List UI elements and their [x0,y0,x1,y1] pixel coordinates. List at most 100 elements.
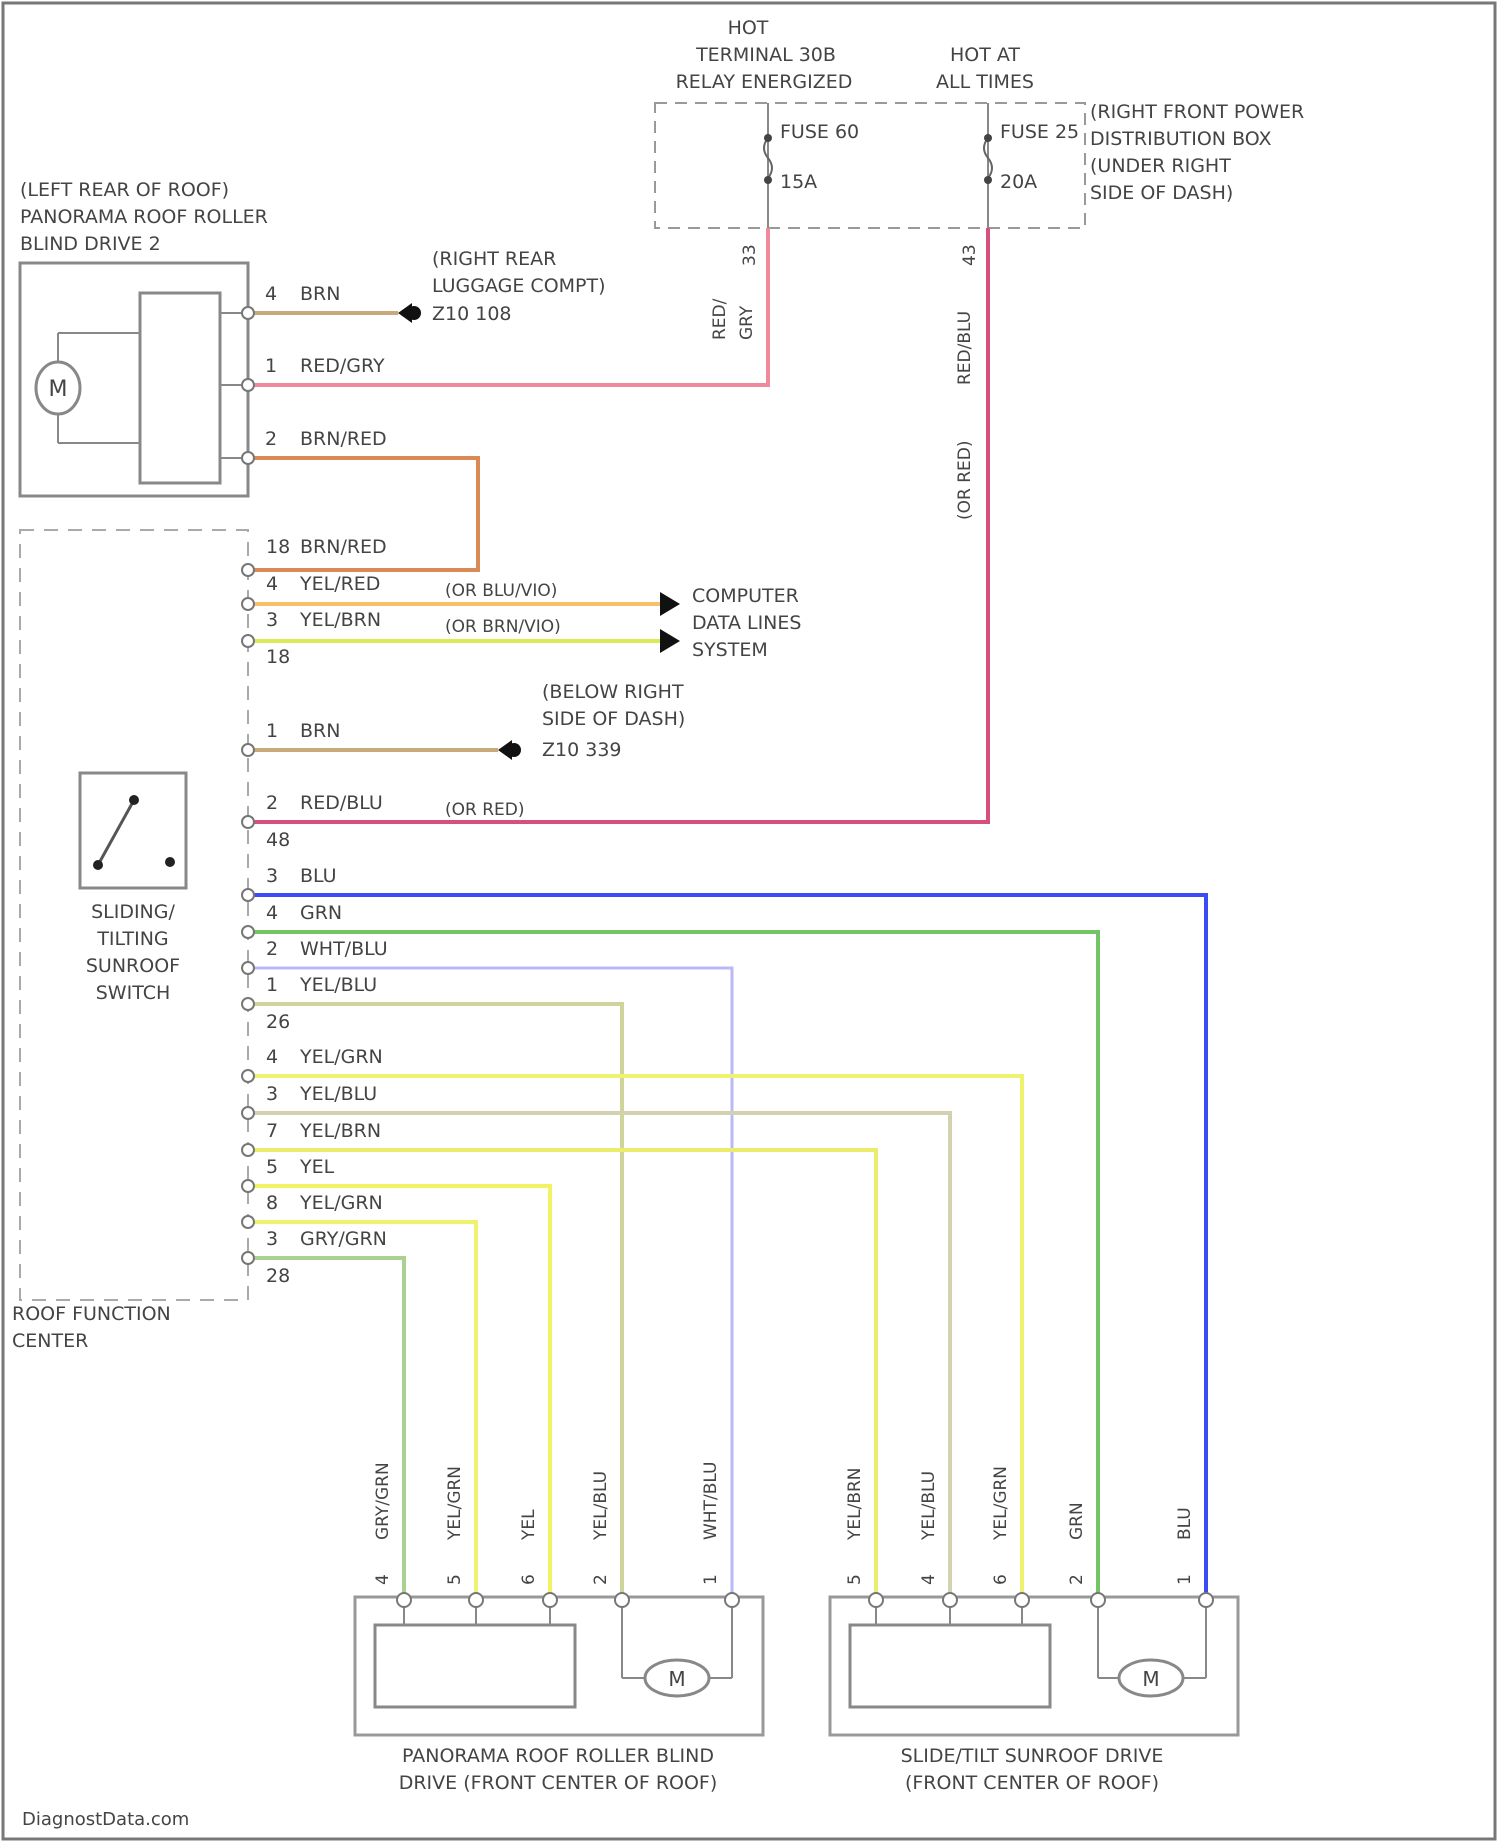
drive-terminals [397,1593,1213,1607]
wire-color-code: YEL/BLU [591,1471,611,1541]
wire-color-code: YEL/RED [299,573,380,595]
wire-yel-brn-2 [248,1150,876,1600]
pin-number: 1 [266,974,278,996]
fuse-60-rating: 15A [780,171,817,193]
data-lines-label: COMPUTER DATA LINES SYSTEM [692,585,801,661]
roller-blind-drive-2-label: (LEFT REAR OF ROOF) PANORAMA ROOF ROLLER… [20,179,268,255]
pin-number: 4 [266,902,278,924]
drive2-label-line: (LEFT REAR OF ROOF) [20,179,229,201]
fuse25-wire-alt: (OR RED) [955,440,975,520]
wire-color-code: BRN/RED [300,536,387,558]
page-border [3,3,1495,1839]
wire-alt-code: (OR BLU/VIO) [445,581,557,601]
pin-number: 2 [266,792,278,814]
wire-yel [248,1186,550,1600]
drive2-label-line: PANORAMA ROOF ROLLER [20,206,268,228]
fuse60-wire-label: RED/ [710,298,730,340]
wire-alt-code: (OR BRN/VIO) [445,617,561,637]
wire-color-code: BRN [300,720,340,742]
fuse-25-name: FUSE 25 [1000,121,1079,143]
pin-number: 2 [1067,1574,1087,1585]
pin-number: 1 [265,355,277,377]
switch-label-line: TILTING [96,928,168,950]
wire-color-code: YEL/BLU [919,1471,939,1541]
pin-number: 2 [591,1574,611,1585]
wire-color-code: GRN [300,902,342,924]
motor-symbol: M [49,377,68,402]
wire-color-code: YEL/GRN [299,1046,383,1068]
connector-number: 28 [266,1265,290,1287]
wire-color-code: YEL/BRN [299,1120,381,1142]
wire-color-code: YEL/BRN [299,609,381,631]
slide-drive-label-line: SLIDE/TILT SUNROOF DRIVE [901,1745,1164,1767]
hot-terminal-line: RELAY ENERGIZED [676,71,853,93]
pin-number: 3 [266,865,278,887]
fuse-25-rating: 20A [1000,171,1037,193]
power-box-label: (RIGHT FRONT POWER DISTRIBUTION BOX (UND… [1090,101,1304,204]
motor-symbol: M [1142,1667,1159,1691]
roof-function-center-label: ROOF FUNCTION CENTER [12,1303,171,1352]
slide-tilt-drive: M [830,1597,1238,1735]
wire-color-code: GRY/GRN [373,1462,393,1540]
pin-number: 4 [266,573,278,595]
data-arrow-1 [660,592,680,616]
fuse-60-pin: 33 [740,244,760,266]
ground-dash-line: SIDE OF DASH) [542,708,685,730]
connector-number: 18 [266,646,290,668]
ground-dash-label: (BELOW RIGHT SIDE OF DASH) Z10 339 [542,681,685,761]
ground-dash-line: (BELOW RIGHT [542,681,684,703]
sunroof-switch-label: SLIDING/ TILTING SUNROOF SWITCH [86,901,180,1004]
ground-rear-line: (RIGHT REAR [432,248,556,270]
hot-always-line: ALL TIMES [936,71,1034,93]
connector-48-pins: 1 BRN 2 RED/BLU (OR RED) 48 [266,720,525,851]
roller-blind-drive: M [355,1597,763,1735]
wire-color-code: YEL/BLU [299,974,377,996]
wire-color-code: RED/BLU [300,792,383,814]
roller-blind-drive-label: PANORAMA ROOF ROLLER BLIND DRIVE (FRONT … [399,1745,718,1794]
fuse-60: FUSE 60 15A 33 [740,103,859,266]
pin-number: 3 [266,1228,278,1250]
switch-label-line: SLIDING/ [91,901,175,923]
pin-number: 2 [266,938,278,960]
sunroof-switch [80,773,186,888]
pin-number: 8 [266,1192,278,1214]
wire-color-code: YEL [299,1156,335,1178]
pin-number: 4 [266,1046,278,1068]
wire-color-code: YEL/BRN [845,1467,865,1541]
data-arrow-2 [660,629,680,653]
wire-color-code: WHT/BLU [300,938,388,960]
wire-color-code: GRN [1067,1502,1087,1540]
wire-gry-grn [248,1258,404,1600]
pin-number: 5 [845,1574,865,1585]
connector-28-pins: 4 YEL/GRN 3 YEL/BLU 7 YEL/BRN 5 YEL 8 YE… [266,1046,387,1287]
pin-number: 1 [1175,1574,1195,1585]
wire-color-code: BRN [300,283,340,305]
pin-number: 3 [266,1083,278,1105]
pin-number: 5 [445,1574,465,1585]
wire-color-code: RED/GRY [300,355,385,377]
power-box-line: (RIGHT FRONT POWER [1090,101,1304,123]
wire-yel-grn-1 [248,1076,1022,1600]
fuse60-wire-label: GRY [737,305,757,340]
pin-number: 1 [701,1574,721,1585]
fuse-60-name: FUSE 60 [780,121,859,143]
power-box-line: SIDE OF DASH) [1090,182,1233,204]
data-lines-line: DATA LINES [692,612,801,634]
data-lines-line: SYSTEM [692,639,768,661]
rfc-label-line: ROOF FUNCTION [12,1303,171,1325]
power-box-line: (UNDER RIGHT [1090,155,1231,177]
roller-drive-pin-labels: 4 GRY/GRN 5 YEL/GRN 6 YEL 2 YEL/BLU 1 WH… [373,1462,721,1585]
pin-number: 6 [991,1574,1011,1585]
drive2-label-line: BLIND DRIVE 2 [20,233,161,255]
hot-terminal-line: HOT [728,17,769,39]
wire-color-code: YEL [519,1509,539,1541]
wire-color-code: BRN/RED [300,428,387,450]
pin-number: 4 [265,283,277,305]
wire-color-code: YEL/GRN [445,1466,465,1541]
power-box-line: DISTRIBUTION BOX [1090,128,1272,150]
data-lines-line: COMPUTER [692,585,799,607]
connector-26-pins: 3 BLU 4 GRN 2 WHT/BLU 1 YEL/BLU 26 [266,865,388,1033]
fuse25-wire-label: RED/BLU [955,311,975,385]
wire-color-code: YEL/GRN [299,1192,383,1214]
